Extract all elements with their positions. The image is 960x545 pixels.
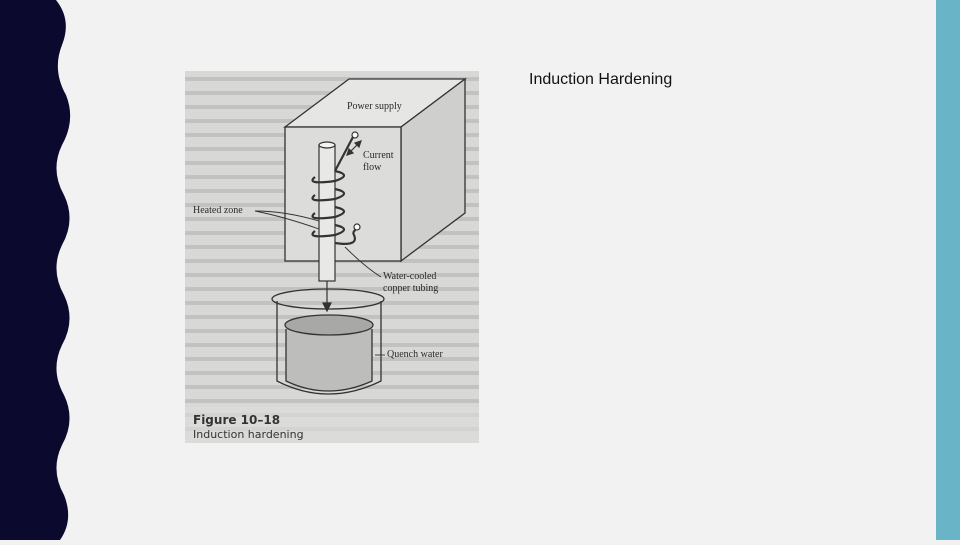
figure-caption-number: Figure 10–18	[193, 413, 281, 427]
figure-caption-text: Induction hardening	[193, 428, 304, 441]
label-quench-water: Quench water	[387, 349, 443, 360]
left-decorative-band	[0, 0, 80, 540]
coil-terminals	[351, 131, 361, 231]
left-wave-shape	[0, 0, 71, 540]
figure-drawing	[185, 77, 479, 443]
down-arrow	[322, 281, 332, 313]
slide-title: Induction Hardening	[529, 71, 673, 88]
quench-beaker	[271, 288, 385, 395]
induction-hardening-figure: Power supply Current flow Heated zone Wa…	[185, 71, 479, 443]
shaft	[318, 141, 336, 282]
label-tubing-1: Water-cooled	[383, 271, 437, 282]
current-flow-arrow	[346, 140, 362, 156]
label-current-flow-1: Current	[363, 150, 394, 161]
label-current-flow-2: flow	[363, 162, 382, 173]
leader-lines	[254, 210, 385, 356]
label-heated-zone: Heated zone	[193, 205, 243, 216]
induction-coil	[311, 136, 358, 245]
label-power-supply: Power supply	[347, 101, 402, 112]
caption-strip	[185, 407, 479, 443]
right-accent-band	[936, 0, 960, 540]
label-tubing-2: copper tubing	[383, 283, 439, 294]
